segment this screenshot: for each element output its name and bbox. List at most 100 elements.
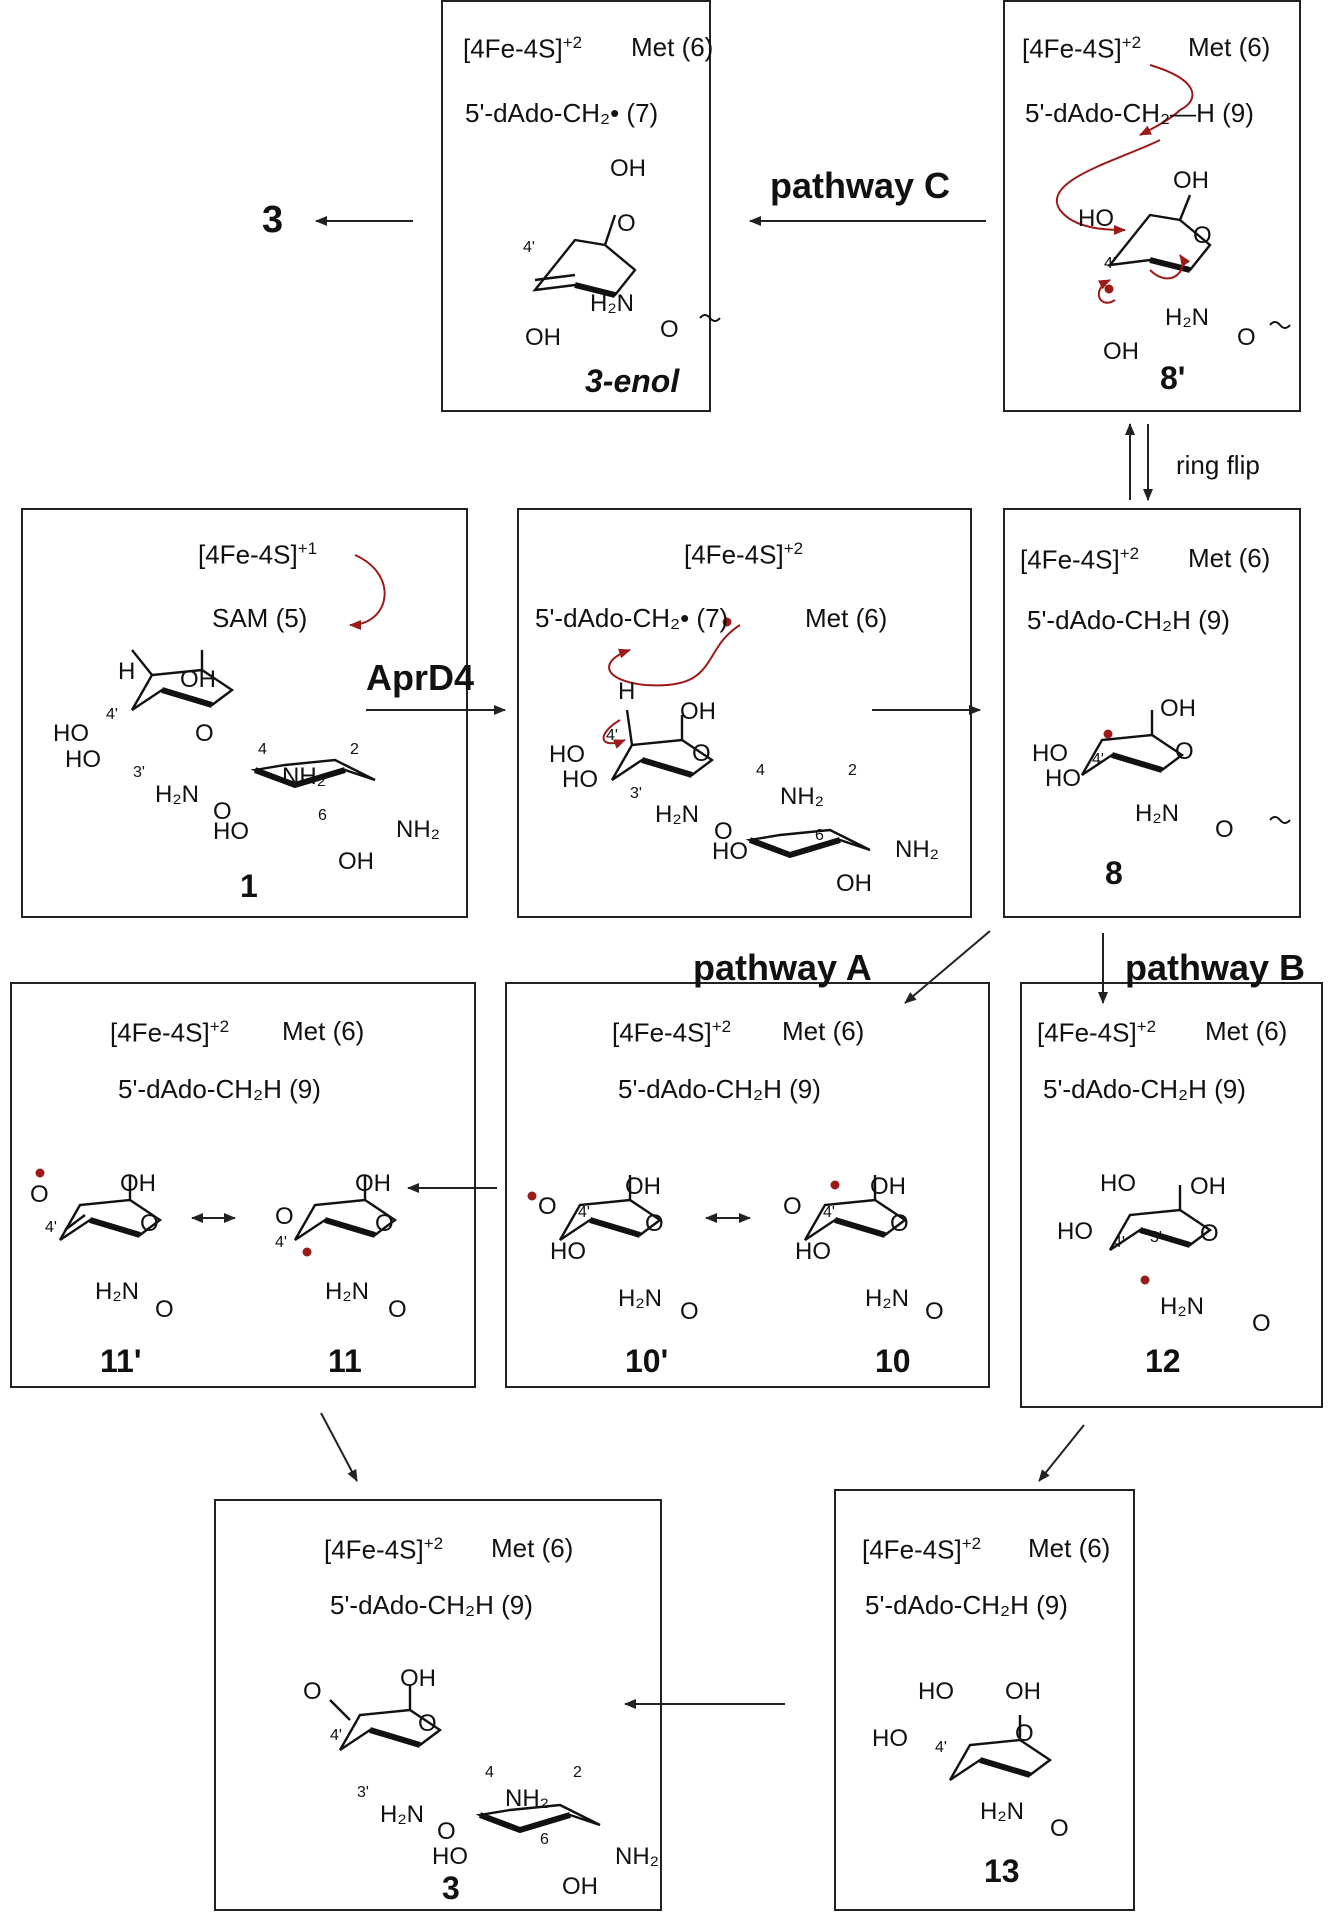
pyranose-ring-8 [1080, 710, 1185, 776]
atom-label: 4' [330, 1727, 342, 1744]
atom-label: O [660, 316, 679, 343]
arrow-pathway-a [904, 930, 991, 1004]
pyranose-ring-1 [130, 649, 235, 711]
met-label: Met (6) [631, 32, 714, 62]
atom-label: OH [680, 698, 716, 725]
atom-label: HO [918, 1678, 954, 1705]
atom-label: H [118, 658, 136, 685]
atom-label: 2 [350, 741, 359, 758]
pyranose-ring-10 [803, 1175, 908, 1241]
radical-dot-10 [830, 1180, 840, 1190]
boat-ring-8-prime [1107, 194, 1212, 273]
atom-label: O [680, 1298, 699, 1325]
atom-label: OH [120, 1170, 156, 1197]
atom-label: NH₂ [780, 783, 824, 810]
atom-label: 4' [523, 239, 535, 256]
atom-label: 3' [357, 1784, 369, 1801]
atom-label: NH₂ [396, 816, 440, 843]
atom-label: OH [870, 1173, 906, 1200]
atom-label: 4' [1113, 1234, 1125, 1251]
pathway-b-label: pathway B [1125, 947, 1306, 988]
dado-h-label: 5'-dAdo-CH₂H (9) [618, 1074, 821, 1104]
dado-h-label: 5'-dAdo-CH₂H (9) [1043, 1074, 1246, 1104]
box-compound-12 [1020, 982, 1323, 1408]
wavy-bond-8 [1269, 816, 1291, 824]
atom-label: O [30, 1181, 49, 1208]
curved-arrow-8p-a [1139, 64, 1194, 136]
radical-dot-11 [302, 1247, 312, 1257]
atom-label: H₂N [380, 1801, 424, 1828]
atom-label: O [692, 740, 711, 767]
compound-label-3-enol: 3-enol [585, 363, 680, 399]
atom-label: O [388, 1296, 407, 1323]
cluster-label: [4Fe-4S]+2 [324, 1534, 444, 1565]
box-compound-1 [21, 508, 468, 918]
atom-label: OH [355, 1170, 391, 1197]
dado-h-label: 5'-dAdo-CH₂H (9) [118, 1074, 321, 1104]
sam-label: SAM (5) [212, 603, 308, 633]
atom-label: NH₂ [505, 1785, 549, 1812]
atom-label: 4 [756, 762, 765, 779]
atom-label: H [618, 678, 636, 705]
atom-label: 4' [45, 1219, 57, 1236]
atom-label: O [275, 1203, 294, 1230]
atom-label: H₂N [1165, 304, 1209, 331]
radical-dot-11-prime [35, 1168, 45, 1178]
curved-arrow-h-abstraction [608, 624, 741, 687]
atom-label: 3' [630, 785, 642, 802]
product-3-label: 3 [262, 199, 284, 241]
atom-label: HO [712, 838, 748, 865]
cluster-label: [4Fe-4S]+2 [463, 33, 583, 64]
atom-label: 2 [848, 762, 857, 779]
radical-dot-8-prime [1104, 284, 1114, 294]
atom-label: O [1200, 1220, 1219, 1247]
compound-label-11: 11 [328, 1343, 362, 1379]
atom-label: OH [525, 324, 561, 351]
pyranose-ring-10-prime [558, 1175, 663, 1241]
atom-label: NH₂ [895, 836, 939, 863]
box-3-enol [441, 0, 711, 412]
atom-label: H₂N [1135, 800, 1179, 827]
curved-arrow-sam [349, 554, 386, 630]
keto-ring-11 [293, 1175, 398, 1241]
keto-ring-3 [329, 1685, 443, 1751]
atom-label: HO [1057, 1218, 1093, 1245]
atom-label: O [418, 1710, 437, 1737]
atom-label: HO [1078, 205, 1114, 232]
atom-label: 4' [1092, 751, 1104, 768]
atom-label: O [925, 1298, 944, 1325]
atom-label: OH [180, 666, 216, 693]
radical-dot-10-prime [527, 1191, 537, 1201]
atom-label: O [1237, 324, 1256, 351]
compound-label-12: 12 [1145, 1343, 1181, 1379]
inositol-ring-1 [250, 758, 376, 789]
atom-label: HO [1100, 1170, 1136, 1197]
curved-arrow-8p-b [1056, 139, 1161, 235]
atom-label: H₂N [325, 1278, 369, 1305]
atom-label: OH [562, 1873, 598, 1900]
atom-label: 4' [275, 1234, 287, 1251]
wavy-bond-8p [1269, 321, 1291, 329]
atom-label: 4 [258, 741, 267, 758]
curved-arrow-ch-bond [602, 719, 626, 749]
atom-label: O [890, 1210, 909, 1237]
atom-label: H₂N [618, 1285, 662, 1312]
atom-label: 6 [540, 1831, 549, 1848]
cluster-label: [4Fe-4S]+2 [862, 1534, 982, 1565]
atom-label: H₂N [865, 1285, 909, 1312]
cluster-label: [4Fe-4S]+2 [684, 539, 804, 570]
atom-label: O [1015, 1720, 1034, 1747]
radical-dot-7 [722, 617, 732, 627]
met-label: Met (6) [491, 1533, 574, 1563]
atom-label: O [1252, 1310, 1271, 1337]
atom-label: O [538, 1193, 557, 1220]
dado-radical-label: 5'-dAdo-CH₂• (7) [465, 98, 659, 128]
atom-label: O [303, 1678, 322, 1705]
atom-label: O [1215, 816, 1234, 843]
atom-label: 4 [485, 1764, 494, 1781]
enzyme-label: AprD4 [366, 657, 475, 698]
met-label: Met (6) [782, 1016, 865, 1046]
atom-label: O [1050, 1815, 1069, 1842]
atom-label: H₂N [1160, 1293, 1204, 1320]
atom-label: HO [872, 1725, 908, 1752]
